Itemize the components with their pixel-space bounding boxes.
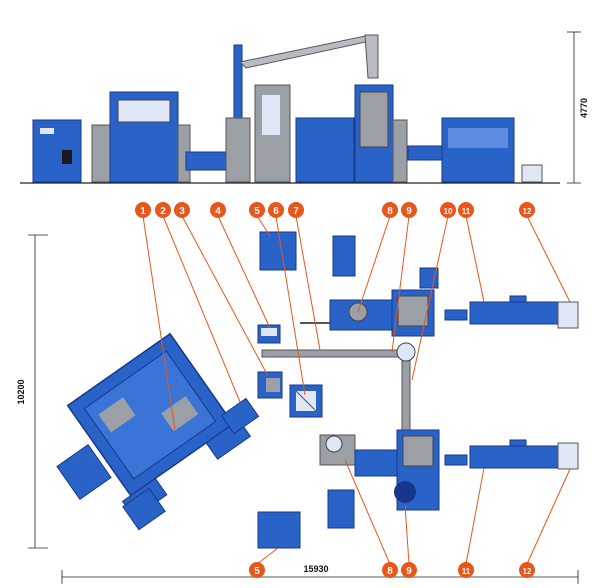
- svg-text:5: 5: [254, 566, 260, 577]
- callout-9: 9: [401, 202, 417, 218]
- svg-text:9: 9: [406, 206, 412, 217]
- callout-bottom-5: 5: [249, 562, 265, 578]
- callout-6: 6: [268, 202, 284, 218]
- callout-11: 11: [458, 202, 474, 218]
- callout-7: 7: [288, 202, 304, 218]
- callout-8: 8: [382, 202, 398, 218]
- svg-text:11: 11: [462, 567, 471, 576]
- callout-10: 10: [440, 202, 456, 218]
- dimension-length: 15930: [303, 564, 328, 574]
- dimension-depth: 10200: [16, 379, 26, 404]
- dimension-height: 4770: [579, 98, 589, 118]
- svg-text:12: 12: [523, 567, 532, 576]
- callout-bottom-9: 9: [401, 562, 417, 578]
- leader-lines: [142, 215, 571, 565]
- svg-text:1: 1: [140, 206, 146, 217]
- svg-text:6: 6: [273, 206, 279, 217]
- callout-4: 4: [210, 202, 226, 218]
- callout-5: 5: [249, 202, 265, 218]
- svg-text:11: 11: [462, 207, 471, 216]
- svg-text:8: 8: [387, 206, 393, 217]
- svg-text:7: 7: [293, 206, 299, 217]
- svg-text:4: 4: [215, 206, 221, 217]
- svg-text:8: 8: [387, 566, 393, 577]
- callout-bottom-12: 12: [519, 562, 535, 578]
- callout-bottom-8: 8: [382, 562, 398, 578]
- svg-text:5: 5: [254, 206, 260, 217]
- svg-text:12: 12: [523, 207, 532, 216]
- svg-text:2: 2: [160, 206, 166, 217]
- callouts-bottom: 5 8 9 11 12: [249, 562, 535, 578]
- callout-12: 12: [519, 202, 535, 218]
- svg-text:10: 10: [444, 207, 453, 216]
- callout-bottom-11: 11: [458, 562, 474, 578]
- callouts-top: 1 2 3 4 5 6 7 8 9 10 11 12: [135, 202, 535, 218]
- elevation-view: 4770: [20, 31, 589, 184]
- svg-text:3: 3: [179, 206, 185, 217]
- plan-view: 10200 15930: [16, 231, 579, 584]
- svg-text:9: 9: [406, 566, 412, 577]
- callout-3: 3: [174, 202, 190, 218]
- callout-2: 2: [155, 202, 171, 218]
- callout-1: 1: [135, 202, 151, 218]
